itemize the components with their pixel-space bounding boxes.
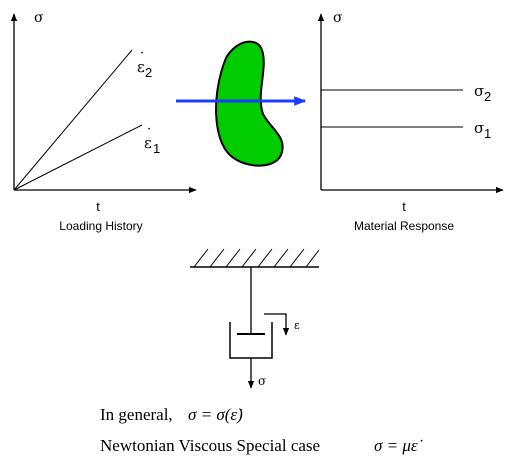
dashpot-stress-label: σ	[258, 374, 266, 388]
right-y-axis-label: σ	[333, 10, 343, 26]
strain-rate-1-label: · ε 1	[144, 122, 160, 156]
general-equation-formula: σ = σ(ε̇)	[188, 405, 243, 424]
special-case-prefix: Newtonian Viscous Special case	[100, 436, 320, 455]
material-specimen	[176, 40, 307, 167]
svg-text:ε: ε	[137, 58, 145, 76]
general-equation-prefix: In general,	[100, 405, 173, 424]
dashpot-strain-label: ε	[294, 319, 300, 332]
svg-text:2: 2	[484, 89, 491, 104]
strain-rate-2-label: · ε 2	[137, 46, 152, 80]
loading-history-caption: Loading History	[59, 219, 142, 233]
material-response-caption: Material Response	[354, 219, 454, 233]
svg-text:·: ·	[147, 122, 151, 137]
dashpot-model: ε σ	[190, 248, 320, 389]
left-x-axis-label: t	[96, 199, 100, 214]
stress-2-label: σ 2	[474, 82, 491, 104]
special-case-formula: σ = με̇	[374, 436, 423, 455]
green-material-blob	[215, 40, 284, 167]
svg-text:·: ·	[140, 46, 144, 61]
svg-text:1: 1	[484, 126, 491, 141]
equations: In general, σ = σ(ε̇) Newtonian Viscous …	[100, 405, 423, 455]
right-x-axis-label: t	[402, 199, 406, 214]
strain-rate-2-line	[13, 49, 133, 191]
stress-1-label: σ 1	[474, 119, 491, 141]
svg-text:σ: σ	[474, 82, 484, 100]
support-hatching	[193, 248, 320, 268]
svg-text:ε: ε	[144, 134, 152, 152]
material-response-plot: σ σ 2 σ 1 t Material Response	[317, 10, 504, 233]
strain-arrow	[264, 313, 290, 336]
loading-history-plot: σ · ε 2 · ε 1 t Loading History	[10, 10, 197, 233]
svg-text:1: 1	[153, 141, 160, 156]
svg-text:σ: σ	[474, 119, 484, 137]
strain-rate-1-line	[13, 124, 143, 191]
left-y-axis-label: σ	[34, 10, 44, 26]
svg-text:2: 2	[145, 65, 152, 80]
